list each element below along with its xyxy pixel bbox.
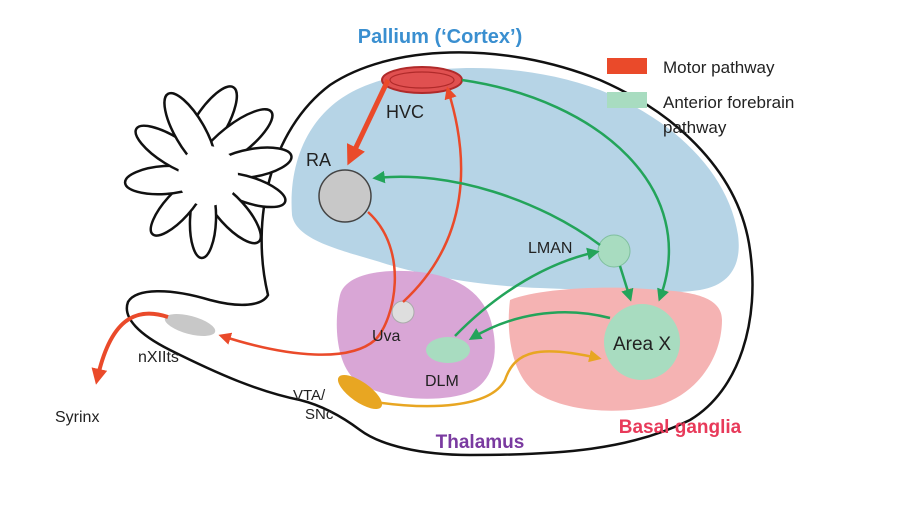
legend-motor-label: Motor pathway — [663, 58, 775, 77]
ra-to-nxiits-arrow — [218, 211, 397, 356]
lman-to-area-x-arrow — [618, 265, 634, 302]
legend-motor-swatch — [607, 58, 647, 74]
nxiits-nucleus — [164, 314, 216, 336]
hvc-to-ra-arrow — [346, 78, 391, 166]
uva-label: Uva — [372, 328, 401, 345]
dlm-to-lman-arrow — [454, 247, 600, 337]
thalamus-region — [336, 270, 495, 399]
area-x-label: Area X — [613, 334, 671, 355]
hvc-nucleus-inner — [389, 71, 455, 89]
pallium-title: Pallium (‘Cortex’) — [358, 26, 522, 48]
lman-label: LMAN — [528, 240, 572, 257]
legend-anterior-label-1: Anterior forebrain — [663, 93, 794, 112]
vta-to-area-x-arrow — [374, 349, 602, 408]
ra-label: RA — [306, 150, 331, 170]
ra-nucleus — [318, 169, 372, 223]
dlm-nucleus — [426, 337, 470, 363]
vta-snc-nucleus — [337, 374, 383, 410]
thalamus-label: Thalamus — [436, 432, 525, 453]
vta-label-2: SNc — [305, 406, 334, 423]
legend-anterior-label-2: pathway — [663, 118, 727, 137]
cerebellum — [123, 85, 293, 260]
lman-to-ra-arrow — [372, 170, 601, 247]
hvc-to-area-x-arrow — [461, 78, 671, 302]
basal-ganglia-label: Basal ganglia — [619, 417, 742, 438]
area-x-to-dlm-arrow — [468, 310, 611, 340]
hvc-nucleus — [381, 66, 463, 94]
hvc-label: HVC — [386, 102, 424, 122]
pallium-region — [291, 68, 739, 293]
area-x-nucleus — [604, 304, 680, 380]
vta-label-1: VTA/ — [293, 387, 326, 404]
dlm-label: DLM — [425, 373, 459, 390]
nxiits-to-syrinx-arrow — [91, 311, 169, 385]
uva-to-hvc-arrow — [402, 86, 463, 303]
uva-nucleus — [391, 300, 415, 324]
nxiits-label: nXIIts — [138, 349, 179, 366]
syrinx-label: Syrinx — [55, 409, 99, 426]
legend-anterior-swatch — [607, 92, 647, 108]
lman-nucleus — [597, 234, 631, 268]
